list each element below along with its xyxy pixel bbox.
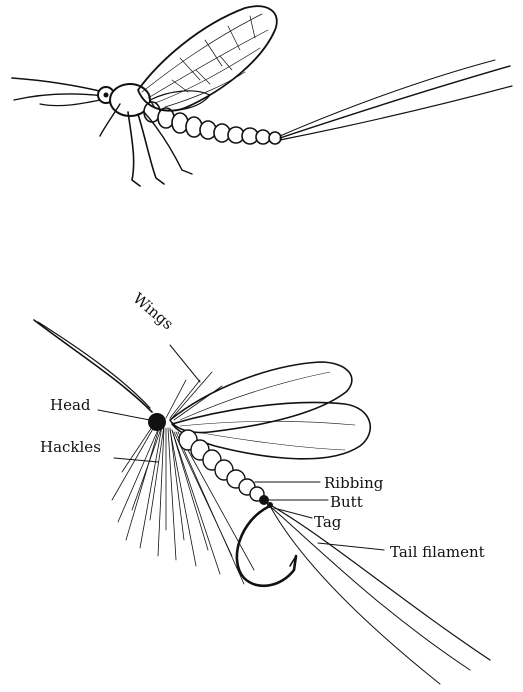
label-head: Head	[50, 396, 91, 414]
fly-tail-filaments	[272, 506, 490, 660]
fly-wing-upper	[170, 362, 352, 433]
label-hackles: Hackles	[40, 438, 101, 456]
label-tail-filament: Tail filament	[390, 543, 485, 561]
fly-hook	[237, 506, 296, 586]
label-wings: Wings	[129, 289, 177, 333]
natural-mayfly	[12, 6, 512, 186]
artificial-fly	[34, 320, 490, 684]
label-tag: Tag	[314, 513, 342, 531]
fly-head	[148, 413, 166, 431]
mayfly-legs	[128, 112, 140, 186]
mayfly-tail	[280, 66, 510, 138]
label-butt: Butt	[330, 493, 363, 511]
mayfly-abdomen	[144, 102, 281, 144]
label-ribbing: Ribbing	[324, 474, 384, 492]
mayfly-wing	[138, 6, 277, 110]
